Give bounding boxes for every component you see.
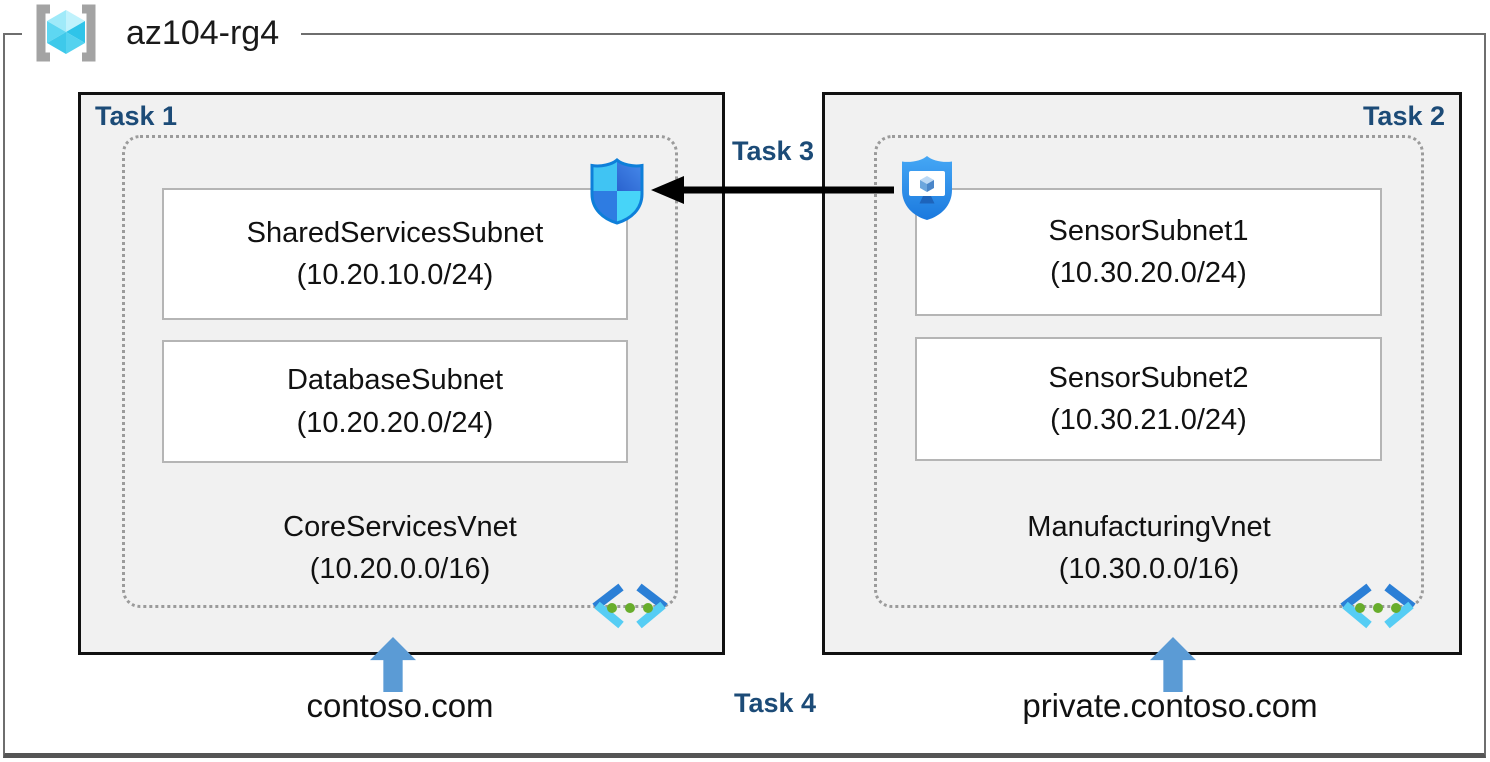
subnet-cidr: (10.20.10.0/24) xyxy=(296,259,494,291)
resource-group-name: az104-rg4 xyxy=(126,13,280,52)
core-services-vnet-caption: CoreServicesVnet (10.20.0.0/16) xyxy=(122,506,678,590)
resource-group-icon xyxy=(36,4,96,62)
subnet-name: DatabaseSubnet xyxy=(286,364,504,397)
shield-icon xyxy=(590,157,644,225)
dns-zone-label: contoso.com xyxy=(306,687,494,724)
vnet-cidr: (10.30.0.0/16) xyxy=(1058,553,1240,586)
subnet-cidr: (10.30.20.0/24) xyxy=(1050,257,1247,289)
subnet-name: SensorSubnet2 xyxy=(1048,361,1249,394)
subnet-cidr: (10.30.21.0/24) xyxy=(1050,404,1247,436)
sensor-subnet1-box: SensorSubnet1 (10.30.20.0/24) xyxy=(915,188,1382,316)
virtual-network-icon xyxy=(1340,583,1416,629)
resource-group-frame xyxy=(3,33,1486,758)
vnet-name: CoreServicesVnet xyxy=(283,511,517,543)
task1-label: Task 1 xyxy=(95,101,178,131)
core-services-vnet-boundary xyxy=(122,135,678,608)
vnet-cidr: (10.20.0.0/16) xyxy=(309,553,491,586)
shared-services-subnet-box: SharedServicesSubnet (10.20.10.0/24) xyxy=(162,188,628,320)
manufacturing-vnet-caption: ManufacturingVnet (10.30.0.0/16) xyxy=(874,506,1424,590)
subnet-name: SharedServicesSubnet xyxy=(246,216,544,249)
dns-zone-label: private.contoso.com xyxy=(1022,687,1318,724)
shielded-vm-icon xyxy=(902,156,952,220)
virtual-network-icon xyxy=(592,583,668,629)
resource-group-legend: az104-rg4 xyxy=(22,0,302,66)
task4-label: Task 4 xyxy=(733,688,817,718)
subnet-cidr: (10.20.20.0/24) xyxy=(296,406,494,439)
task2-label: Task 2 xyxy=(1362,101,1445,131)
task3-label: Task 3 xyxy=(731,136,815,166)
manufacturing-vnet-boundary xyxy=(874,135,1424,608)
subnet-name: SensorSubnet1 xyxy=(1048,214,1249,247)
database-subnet-box: DatabaseSubnet (10.20.20.0/24) xyxy=(162,340,628,463)
left-arrow-icon xyxy=(651,176,894,204)
sensor-subnet2-box: SensorSubnet2 (10.30.21.0/24) xyxy=(915,337,1382,461)
vnet-name: ManufacturingVnet xyxy=(1027,511,1271,543)
